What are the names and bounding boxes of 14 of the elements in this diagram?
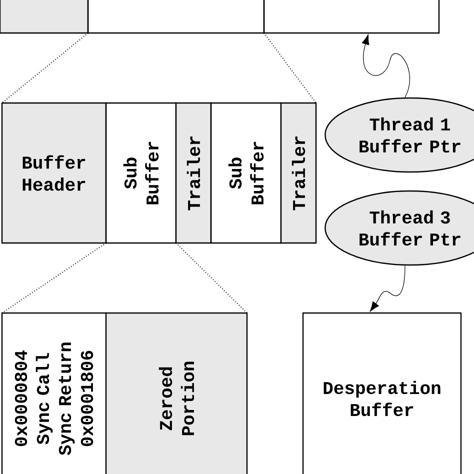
zoom-line (176, 242, 248, 314)
zoom-line (2, 32, 88, 104)
arrow (362, 34, 410, 98)
arrow (370, 265, 406, 312)
buffer-box (0, 0, 89, 34)
buffer-box (263, 0, 440, 34)
zoom-line (263, 32, 317, 104)
buffer-box: Desperation Buffer (302, 312, 462, 474)
buffer-box: Trailer (175, 102, 212, 244)
buffer-box: Trailer (280, 102, 317, 244)
buffer-box: Buffer Header (1, 102, 107, 244)
buffer-box (87, 0, 265, 34)
zoom-line (2, 242, 106, 314)
buffer-box: Zeroed Portion (105, 312, 248, 474)
